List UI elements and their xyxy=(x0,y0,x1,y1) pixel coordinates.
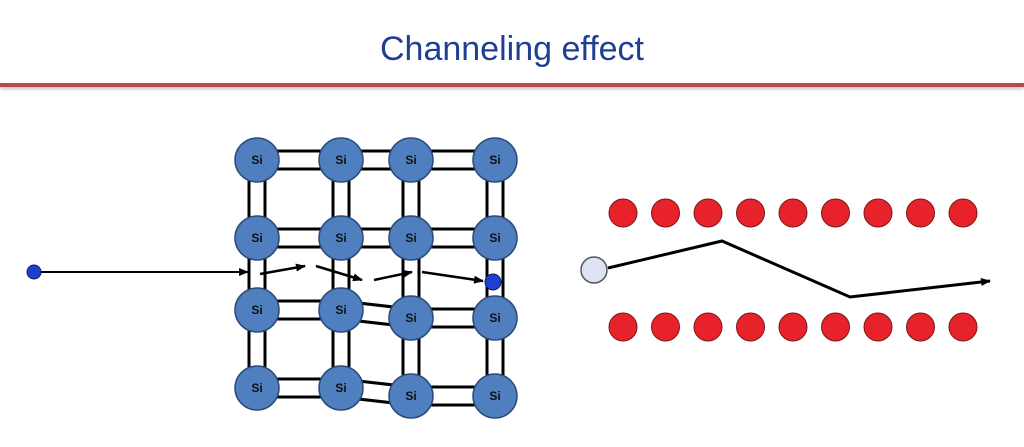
channel-atom xyxy=(608,198,638,228)
si-atom-circle xyxy=(318,287,364,333)
si-atom-circle xyxy=(234,137,280,183)
channel-atom xyxy=(651,198,680,228)
si-atom: Si xyxy=(388,215,434,261)
ion-path-segment-3 xyxy=(373,269,413,282)
ion-path-segment-1 xyxy=(259,263,306,276)
ion-start-dot xyxy=(26,264,42,280)
si-atom-label: Si xyxy=(335,381,346,395)
channel-atom xyxy=(863,198,893,228)
channel-incoming-particle xyxy=(580,256,608,284)
si-atom: Si xyxy=(234,215,280,261)
si-atom: Si xyxy=(472,295,518,341)
channel-atom xyxy=(821,312,850,342)
si-atom-label: Si xyxy=(489,389,500,403)
channel-atom xyxy=(863,312,893,342)
channel-atom xyxy=(693,198,723,228)
si-atom-label: Si xyxy=(405,231,416,245)
si-atom-circle xyxy=(318,215,364,261)
si-atom-label: Si xyxy=(335,231,346,245)
ion-path-segment-2 xyxy=(315,264,363,282)
si-atom: Si xyxy=(234,287,280,333)
si-atom-label: Si xyxy=(251,153,262,167)
channel-atom xyxy=(608,312,638,342)
channel-atom xyxy=(778,312,808,342)
si-atom-circle xyxy=(318,137,364,183)
si-atom-circle xyxy=(472,373,518,419)
si-atom-label: Si xyxy=(405,153,416,167)
si-atom: Si xyxy=(388,295,434,341)
si-atom: Si xyxy=(472,373,518,419)
channel-atom xyxy=(906,198,935,228)
si-atom-circle xyxy=(234,287,280,333)
channel-atom xyxy=(693,312,723,342)
si-atom-label: Si xyxy=(335,303,346,317)
channel-trajectory xyxy=(607,239,991,299)
slide-title: Channeling effect xyxy=(379,30,644,68)
si-atom: Si xyxy=(318,137,364,183)
si-atom-label: Si xyxy=(489,153,500,167)
si-atom: Si xyxy=(472,215,518,261)
si-atom-circle xyxy=(388,295,434,341)
si-atom-circle xyxy=(472,137,518,183)
channel-atom xyxy=(778,198,808,228)
si-atom-label: Si xyxy=(251,381,262,395)
si-atom: Si xyxy=(318,215,364,261)
si-atom-label: Si xyxy=(251,303,262,317)
channel-atom xyxy=(736,312,765,342)
si-atom: Si xyxy=(472,137,518,183)
si-atom-label: Si xyxy=(405,389,416,403)
channel-atoms xyxy=(608,198,978,342)
si-atom: Si xyxy=(234,365,280,411)
si-atom-label: Si xyxy=(335,153,346,167)
si-atom: Si xyxy=(318,287,364,333)
channel-atom xyxy=(948,198,978,228)
channel-atom xyxy=(948,312,978,342)
si-atom-label: Si xyxy=(489,231,500,245)
si-atom-circle xyxy=(472,295,518,341)
si-atom-circle xyxy=(388,215,434,261)
si-atom: Si xyxy=(388,137,434,183)
si-atom-circle xyxy=(318,365,364,411)
channel-atom xyxy=(736,198,765,228)
si-atom-circle xyxy=(388,373,434,419)
channel-atom xyxy=(906,312,935,342)
ion-path-segment-4 xyxy=(421,270,484,284)
si-atom: Si xyxy=(388,373,434,419)
si-atom-circle xyxy=(234,215,280,261)
si-atom: Si xyxy=(318,365,364,411)
si-atom-circle xyxy=(234,365,280,411)
si-atom-label: Si xyxy=(489,311,500,325)
si-atom: Si xyxy=(234,137,280,183)
si-atom-label: Si xyxy=(251,231,262,245)
ion-end-dot xyxy=(484,273,502,291)
title-divider xyxy=(0,83,1024,87)
channel-atom xyxy=(651,312,680,342)
si-atom-circle xyxy=(472,215,518,261)
channel-atom xyxy=(821,198,850,228)
si-atom-label: Si xyxy=(405,311,416,325)
si-atom-circle xyxy=(388,137,434,183)
